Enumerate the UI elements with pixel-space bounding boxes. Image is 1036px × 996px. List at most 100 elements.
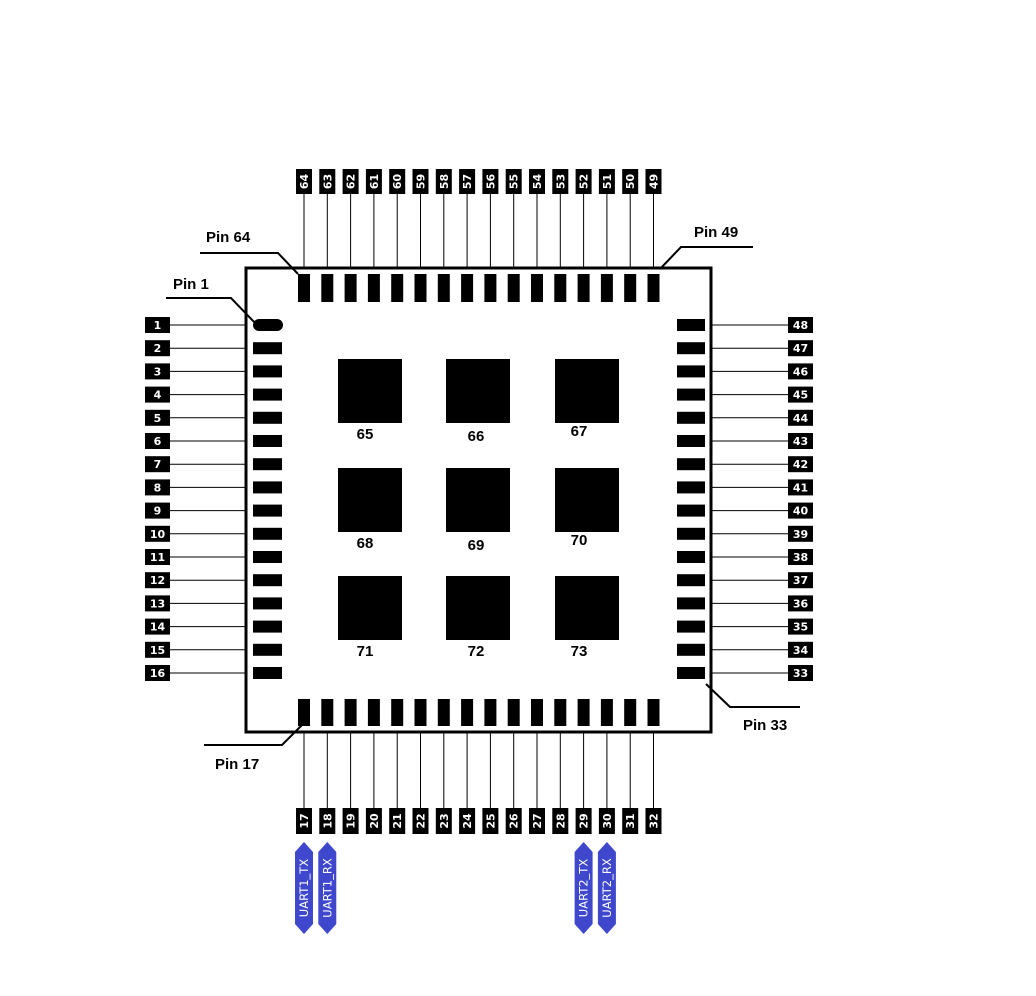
pin-label-box (788, 479, 813, 496)
pin-label-text: 48 (793, 319, 808, 332)
pin-label-box (575, 808, 592, 834)
pin-label-62: 62 (342, 169, 359, 194)
pin-label-64: 64 (296, 169, 312, 194)
pin-label-text: 37 (793, 574, 808, 587)
pin-pad-37 (677, 574, 705, 587)
pin-label-52: 52 (575, 169, 592, 194)
pin17-callout: Pin 17 (215, 756, 259, 773)
pin-label-text: 53 (554, 174, 567, 189)
pin-label-text: 36 (793, 597, 809, 610)
center-pad-label: 67 (571, 423, 588, 440)
pin-label-18: 18 (319, 808, 336, 834)
pin-label-text: 34 (793, 644, 809, 657)
pin-pad-14 (253, 620, 282, 633)
pin-pad-43 (677, 435, 705, 447)
pin-pad-16 (253, 667, 282, 679)
pin-label-box (145, 433, 170, 449)
pin-label-7: 7 (145, 456, 170, 473)
pin-label-text: 18 (321, 813, 334, 828)
pin33-callout: Pin 33 (743, 717, 787, 734)
pin-pad-39 (677, 527, 705, 540)
pin-label-11: 11 (145, 549, 170, 565)
pin-label-text: 11 (150, 551, 165, 564)
pin-label-box (145, 572, 170, 589)
pin-pad-20 (367, 699, 380, 726)
pin-pad-41 (677, 481, 705, 494)
pin-label-15: 15 (145, 641, 170, 658)
pin-label-61: 61 (365, 169, 382, 194)
pin-label-21: 21 (389, 808, 406, 834)
pin-label-text: 45 (793, 389, 808, 402)
center-pad-73: 73 (555, 576, 619, 660)
uart-label-uart1-rx: UART1_RX (318, 842, 337, 934)
pin-pad-64 (298, 274, 310, 302)
pin-label-41: 41 (788, 479, 813, 496)
pin-pad-31 (624, 699, 637, 726)
pin-pad-52 (577, 274, 590, 302)
pin-label-text: 49 (648, 174, 661, 189)
pin-label-box (145, 549, 170, 565)
pin-label-text: 43 (793, 435, 808, 448)
pin-pad-50 (624, 274, 637, 302)
pin-label-box (342, 169, 359, 194)
pin-pad-29 (577, 699, 590, 726)
pin-label-text: 35 (793, 621, 808, 634)
pin-label-43: 43 (788, 433, 813, 449)
pin-label-4: 4 (145, 386, 170, 403)
pin-label-text: 3 (154, 365, 162, 378)
center-pad-67: 67 (555, 359, 619, 440)
pin-pad-9 (253, 504, 282, 517)
center-pad-72: 72 (446, 576, 510, 660)
pin-label-text: 24 (461, 813, 474, 829)
pin-label-59: 59 (412, 169, 429, 194)
pin-label-33: 33 (788, 665, 813, 681)
center-pad-label: 68 (357, 535, 374, 552)
uart-label-text: UART2_RX (600, 858, 614, 918)
pin-label-text: 52 (578, 174, 591, 189)
pin-label-38: 38 (788, 549, 813, 565)
pin-label-13: 13 (145, 595, 170, 612)
uart-label-text: UART1_RX (320, 858, 334, 918)
pin-label-20: 20 (365, 808, 382, 834)
pin-label-box (342, 808, 359, 834)
center-pad-label: 69 (468, 537, 485, 554)
pin-label-box (788, 502, 813, 519)
pin-label-box (529, 169, 545, 194)
pin-label-box (622, 169, 639, 194)
pin-pad-59 (414, 274, 427, 302)
pin-label-31: 31 (622, 808, 639, 834)
pin-label-box (788, 618, 813, 635)
center-pad-square (338, 468, 402, 532)
pin-label-box (435, 808, 452, 834)
pin-label-text: 50 (624, 174, 637, 190)
pin-label-1: 1 (145, 317, 170, 333)
pin-label-46: 46 (788, 363, 813, 380)
center-pad-square (338, 576, 402, 640)
pin-label-text: 31 (624, 813, 637, 828)
pin-label-box (505, 808, 522, 834)
pin-label-6: 6 (145, 433, 170, 449)
pin-label-box (459, 169, 476, 194)
center-pad-square (555, 576, 619, 640)
pin-label-text: 30 (601, 813, 614, 829)
pin-label-box (412, 169, 429, 194)
pin-label-23: 23 (435, 808, 452, 834)
pin-label-box (145, 409, 170, 426)
pin64-callout: Pin 64 (206, 229, 251, 246)
pin-label-58: 58 (435, 169, 452, 194)
pin-label-box (145, 595, 170, 612)
pin-label-text: 46 (793, 365, 809, 378)
pin-pad-35 (677, 620, 705, 633)
pin-label-box (319, 169, 336, 194)
pin-label-57: 57 (459, 169, 476, 194)
pin-label-26: 26 (505, 808, 522, 834)
pin-pad-56 (484, 274, 497, 302)
pin-label-text: 9 (154, 505, 162, 518)
pin-label-12: 12 (145, 572, 170, 589)
pin-label-box (788, 456, 813, 473)
pin-label-box (145, 641, 170, 658)
pin-label-box (482, 808, 499, 834)
